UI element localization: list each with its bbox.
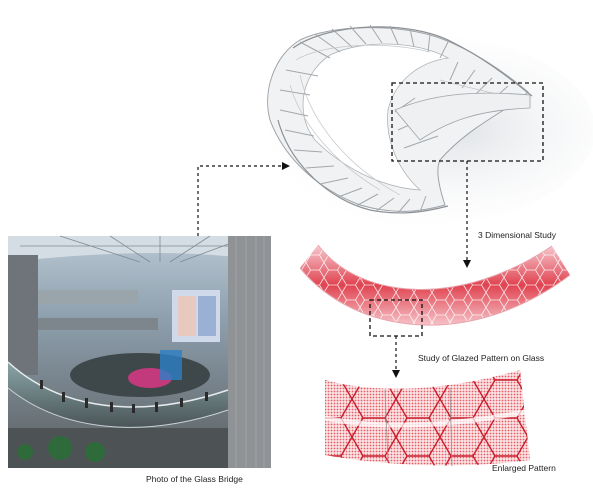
label-glazed-pattern: Study of Glazed Pattern on Glass bbox=[418, 353, 545, 363]
arrow-heads bbox=[282, 162, 471, 378]
connector-arrows bbox=[197, 161, 468, 372]
label-enlarged-pattern: Enlarged Pattern bbox=[492, 463, 556, 473]
bridge-3d-render bbox=[245, 24, 593, 225]
label-photo-caption: Photo of the Glass Bridge bbox=[146, 474, 243, 484]
glass-bridge-photo bbox=[7, 235, 271, 468]
glazed-pattern-study bbox=[299, 244, 571, 326]
enlarged-pattern bbox=[324, 370, 530, 467]
label-3d-study: 3 Dimensional Study bbox=[478, 230, 556, 240]
